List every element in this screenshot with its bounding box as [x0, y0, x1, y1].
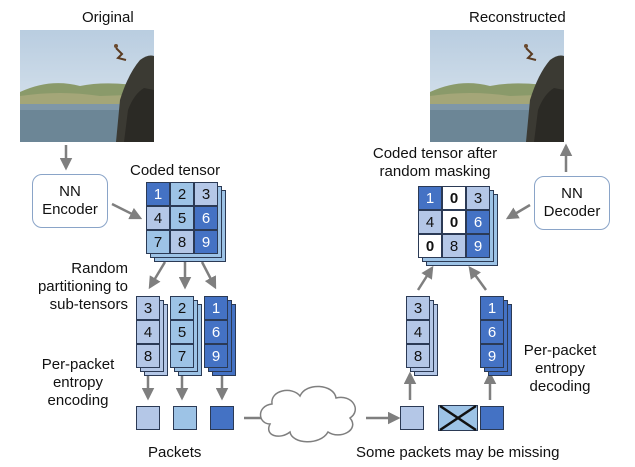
coded-tensor-label: Coded tensor: [130, 162, 221, 179]
masked-tensor-cell: 9: [466, 234, 490, 258]
coded-tensor-cell: 6: [194, 206, 218, 230]
missing-packets-label: Some packets may be missing: [356, 444, 560, 461]
packet-lost-x-icon: [439, 405, 477, 431]
coded-tensor-cell: 3: [194, 182, 218, 206]
decoder-sub-cell: 8: [406, 344, 430, 368]
encoder-sub-cell: 1: [204, 296, 228, 320]
masked-tensor-cell: 4: [418, 210, 442, 234]
original-label: Original: [82, 9, 134, 26]
packet: [173, 406, 197, 430]
masked-tensor-cell: 8: [442, 234, 466, 258]
encoder-sub-cell: 2: [170, 296, 194, 320]
masked-tensor-cell: 6: [466, 210, 490, 234]
coded-tensor-cell: 9: [194, 230, 218, 254]
encoder-sub-cell: 9: [204, 344, 228, 368]
decoder-sub-cell: 1: [480, 296, 504, 320]
coded-tensor-cell: 1: [146, 182, 170, 206]
masked-tensor-cell: 0: [442, 186, 466, 210]
decoder-sub-cell: 9: [480, 344, 504, 368]
lost-packet: [438, 405, 478, 431]
packet: [210, 406, 234, 430]
encoder-sub-cell: 5: [170, 320, 194, 344]
original-image: [20, 30, 154, 142]
coded-tensor-cell: 4: [146, 206, 170, 230]
masked-tensor-cell: 3: [466, 186, 490, 210]
received-packet: [400, 406, 424, 430]
reconstructed-image: [430, 30, 564, 142]
coded-tensor-cell: 5: [170, 206, 194, 230]
coded-tensor-cell: 2: [170, 182, 194, 206]
reconstructed-label: Reconstructed: [469, 9, 566, 26]
received-packet: [480, 406, 504, 430]
encoder-sub-cell: 7: [170, 344, 194, 368]
masked-tensor-cell: 1: [418, 186, 442, 210]
decoder-sub-cell: 6: [480, 320, 504, 344]
masked-tensor-cell: 0: [418, 234, 442, 258]
encoder-sub-cell: 6: [204, 320, 228, 344]
coded-tensor-cell: 8: [170, 230, 194, 254]
network-cloud-icon: [259, 385, 356, 443]
packets-label: Packets: [148, 444, 202, 461]
encoder-sub-cell: 3: [136, 296, 160, 320]
masked-tensor-cell: 0: [442, 210, 466, 234]
decoder-sub-cell: 4: [406, 320, 430, 344]
encoder-sub-cell: 4: [136, 320, 160, 344]
coded-tensor-cell: 7: [146, 230, 170, 254]
packet: [136, 406, 160, 430]
decoder-sub-cell: 3: [406, 296, 430, 320]
encoder-sub-cell: 8: [136, 344, 160, 368]
